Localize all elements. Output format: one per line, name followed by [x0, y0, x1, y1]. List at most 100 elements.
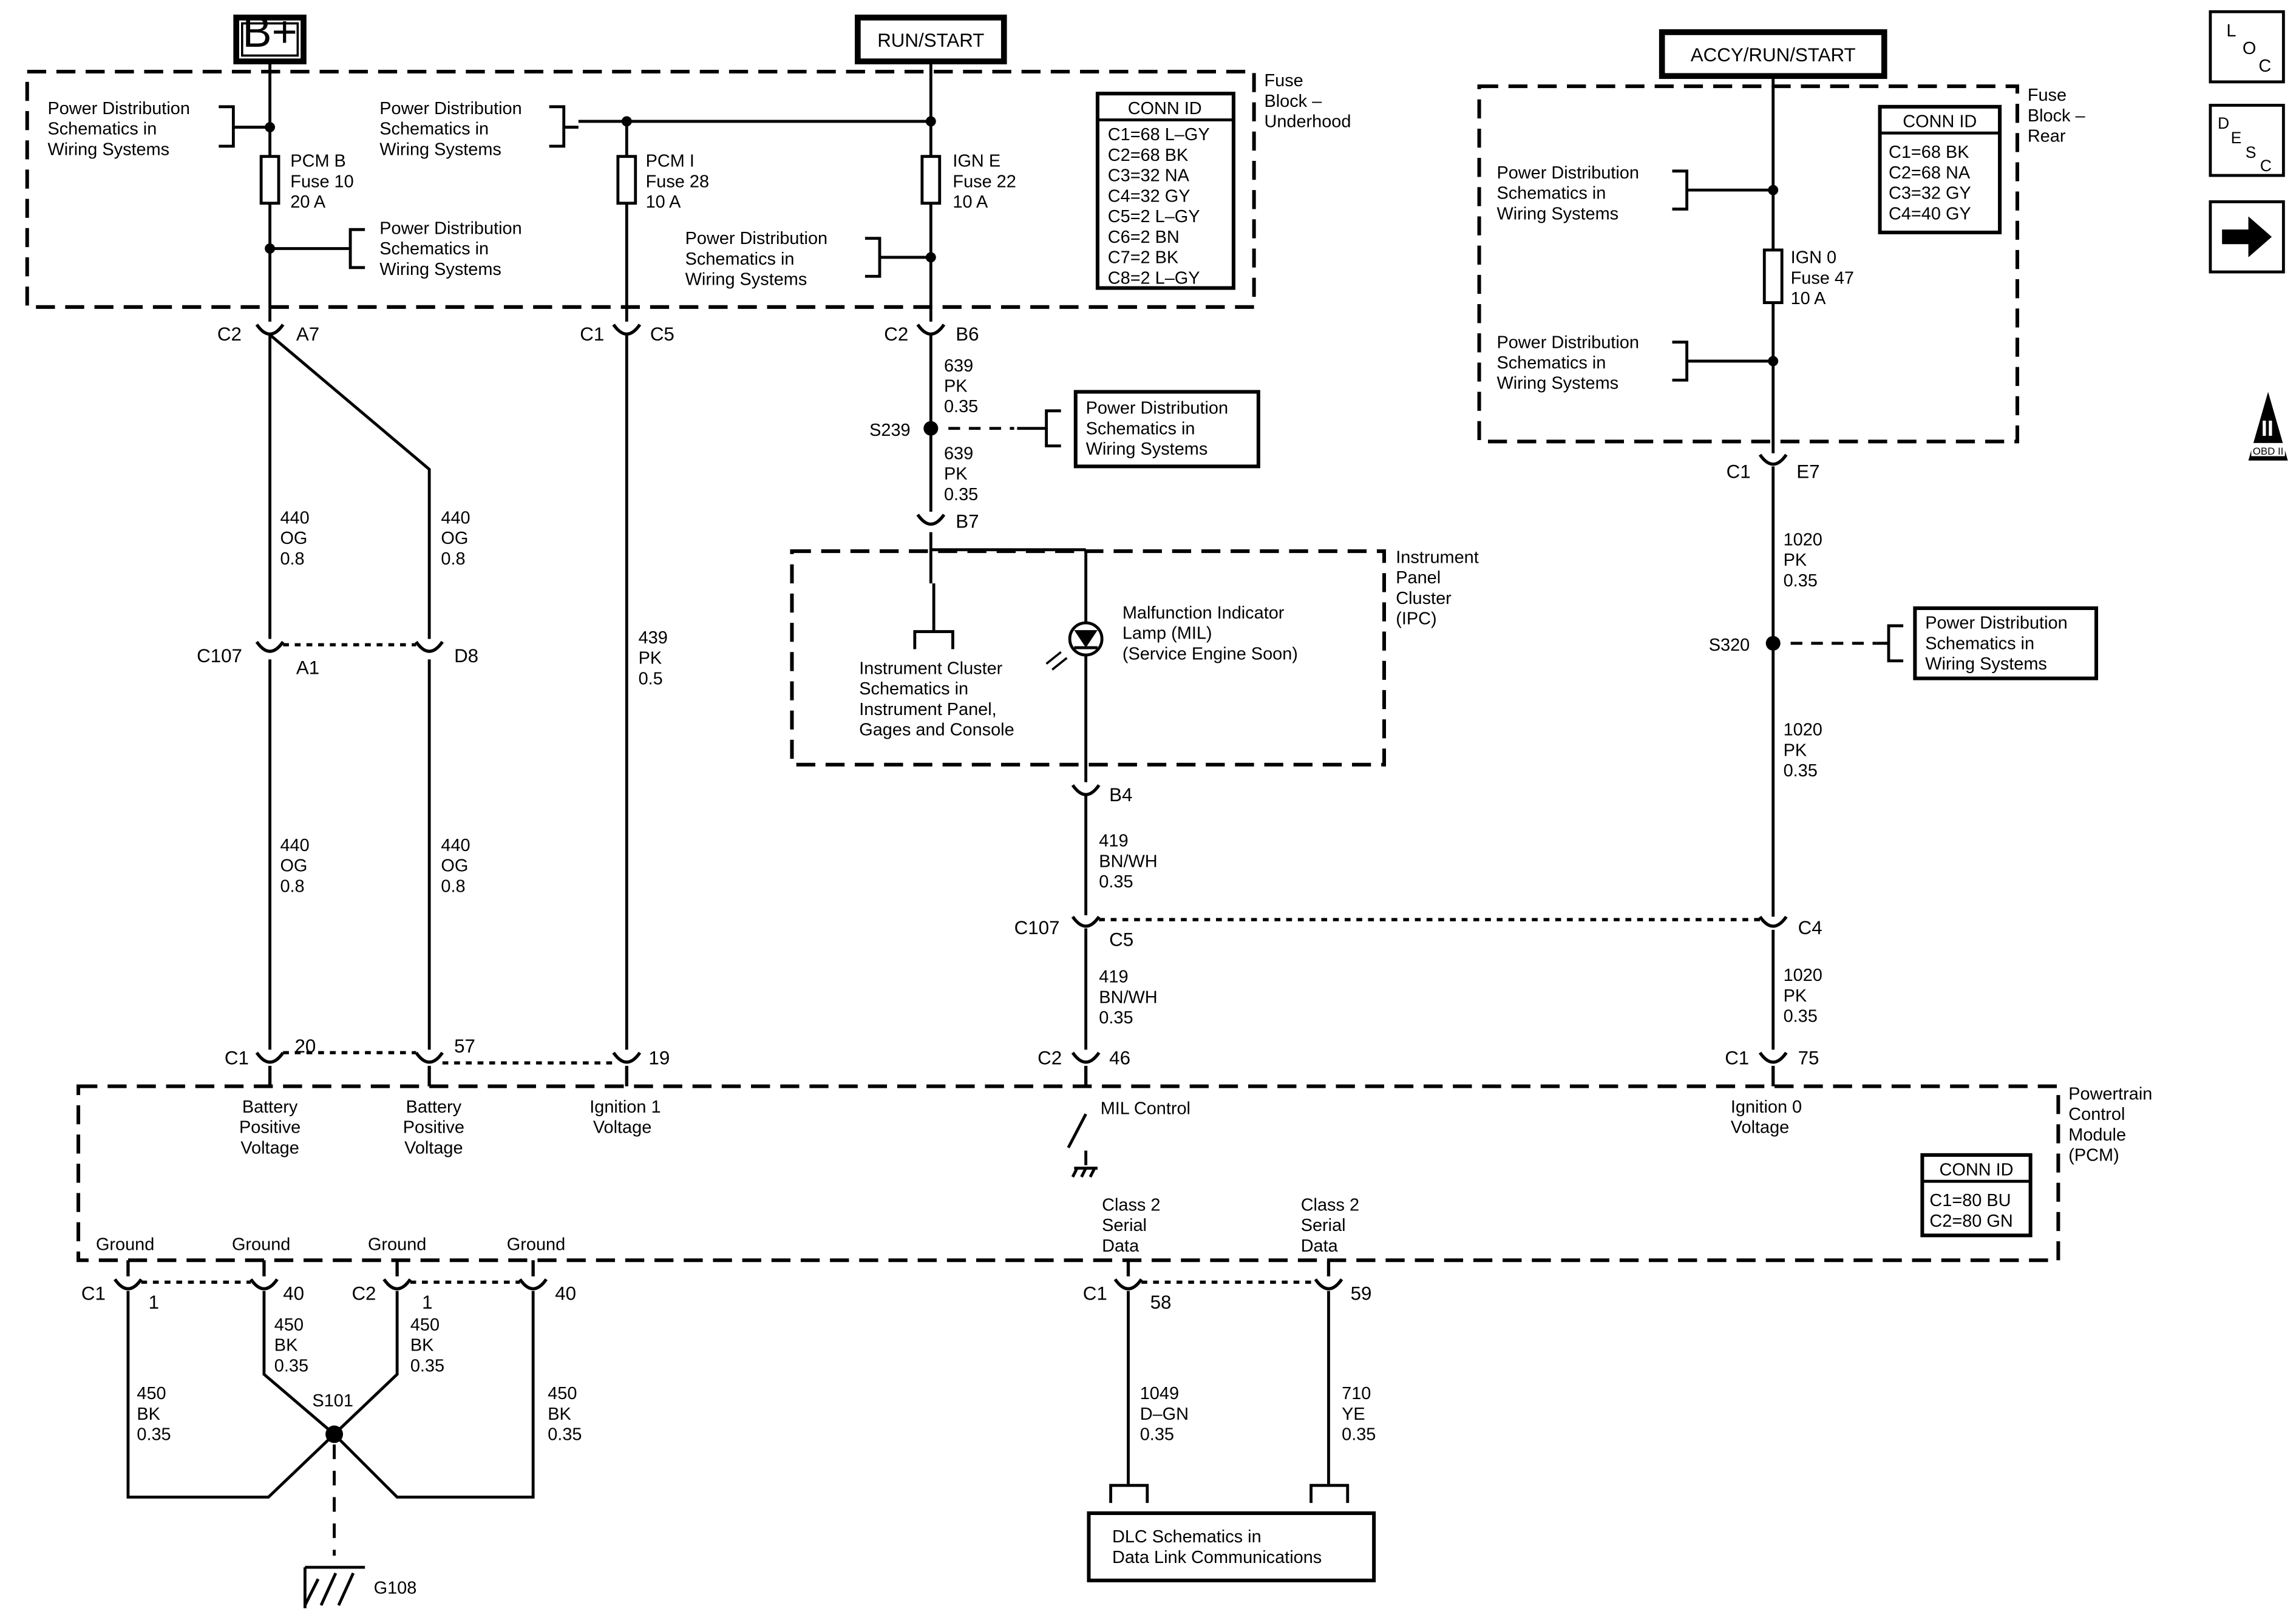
- instrument-cluster-ref[interactable]: Instrument Cluster Schematics in Instrum…: [859, 583, 1014, 740]
- dlc-ref[interactable]: DLC Schematics in Data Link Communicatio…: [1087, 1511, 1376, 1582]
- svg-text:E: E: [2231, 129, 2242, 147]
- svg-text:40: 40: [555, 1283, 576, 1304]
- svg-text:Powertrain: Powertrain: [2068, 1084, 2152, 1103]
- arrow-right-icon[interactable]: [2209, 200, 2285, 274]
- svg-text:C6=2 BN: C6=2 BN: [1108, 228, 1180, 247]
- ground-g108-icon: [303, 1565, 365, 1609]
- pcm-bottom-connectors: [114, 1260, 1343, 1290]
- svg-text:Voltage: Voltage: [404, 1138, 463, 1158]
- svg-text:Fuse 22: Fuse 22: [953, 172, 1016, 191]
- svg-text:L: L: [2226, 21, 2236, 41]
- svg-text:Schematics in: Schematics in: [685, 249, 795, 269]
- svg-text:Wiring Systems: Wiring Systems: [47, 140, 169, 159]
- conn-id-table-pcm: CONN ID C1=80 BU C2=80 GN: [1920, 1153, 2033, 1238]
- svg-text:0.35: 0.35: [137, 1425, 171, 1445]
- svg-text:C7=2 BK: C7=2 BK: [1108, 248, 1178, 268]
- svg-text:Power Distribution: Power Distribution: [379, 99, 521, 118]
- svg-text:BK: BK: [137, 1405, 160, 1424]
- svg-text:O: O: [2243, 39, 2256, 58]
- svg-text:Battery: Battery: [242, 1097, 298, 1117]
- power-distribution-ref[interactable]: Power Distribution Schematics in Wiring …: [1496, 163, 1773, 223]
- svg-text:S320: S320: [1709, 636, 1750, 655]
- svg-text:19: 19: [648, 1048, 670, 1069]
- svg-text:C: C: [2258, 56, 2271, 76]
- svg-text:DLC Schematics in: DLC Schematics in: [1112, 1527, 1262, 1547]
- svg-text:440: 440: [441, 836, 470, 855]
- svg-text:Control: Control: [2068, 1105, 2125, 1124]
- svg-text:C4=40 GY: C4=40 GY: [1889, 204, 1971, 223]
- svg-text:Module: Module: [2068, 1125, 2126, 1145]
- svg-text:10 A: 10 A: [1791, 289, 1827, 308]
- svg-text:Instrument: Instrument: [1396, 547, 1478, 567]
- power-distribution-ref[interactable]: Power Distribution Schematics in Wiring …: [685, 229, 931, 290]
- svg-text:PK: PK: [639, 649, 662, 668]
- svg-text:(IPC): (IPC): [1396, 609, 1436, 629]
- connectors-underhood: [255, 324, 946, 336]
- svg-text:C107: C107: [197, 645, 242, 666]
- desc-icon[interactable]: D E S C: [2209, 104, 2285, 177]
- fuse-block-underhood: Fuse Block – Underhood CONN ID C1=68 L–G…: [25, 70, 1351, 309]
- wire-label-450: 450 BK 0.35: [410, 1315, 444, 1375]
- svg-text:C5: C5: [650, 324, 674, 345]
- svg-text:0.5: 0.5: [639, 669, 663, 688]
- svg-text:Fuse 10: Fuse 10: [290, 172, 353, 191]
- wire-label-419: 419 BN/WH 0.35: [1099, 832, 1157, 892]
- svg-text:S101: S101: [312, 1391, 353, 1411]
- svg-text:OBD II: OBD II: [2253, 446, 2284, 457]
- svg-text:Ignition 0: Ignition 0: [1731, 1097, 1802, 1117]
- svg-text:OG: OG: [441, 529, 468, 548]
- wire-label-450: 450 BK 0.35: [274, 1315, 308, 1375]
- svg-text:Fuse: Fuse: [1264, 71, 1303, 90]
- svg-text:(Service Engine Soon): (Service Engine Soon): [1123, 644, 1298, 663]
- svg-text:59: 59: [1351, 1283, 1372, 1304]
- wire-label-1020: 1020 PK 0.35: [1784, 966, 1822, 1026]
- svg-text:C2=68 BK: C2=68 BK: [1108, 146, 1189, 165]
- svg-text:0.35: 0.35: [1099, 1008, 1133, 1028]
- power-distribution-ref[interactable]: Power Distribution Schematics in Wiring …: [1877, 606, 2099, 680]
- svg-text:A7: A7: [296, 324, 319, 345]
- svg-text:(PCM): (PCM): [2068, 1145, 2119, 1165]
- splice-s239: [923, 421, 939, 436]
- svg-text:440: 440: [280, 508, 309, 527]
- svg-text:C107: C107: [1014, 917, 1060, 938]
- svg-text:C1=68 BK: C1=68 BK: [1889, 143, 1969, 162]
- power-distribution-ref[interactable]: Power Distribution Schematics in Wiring …: [47, 99, 270, 159]
- b-plus-source: B+: [233, 8, 307, 64]
- svg-text:450: 450: [410, 1315, 440, 1335]
- power-distribution-ref[interactable]: Power Distribution Schematics in Wiring …: [270, 219, 522, 279]
- svg-text:OG: OG: [280, 856, 307, 876]
- svg-text:10 A: 10 A: [953, 192, 988, 212]
- svg-text:BN/WH: BN/WH: [1099, 988, 1157, 1007]
- svg-text:Schematics in: Schematics in: [1496, 184, 1606, 203]
- svg-text:439: 439: [639, 628, 668, 648]
- loc-icon[interactable]: L O C: [2209, 10, 2285, 84]
- svg-text:OG: OG: [441, 856, 468, 876]
- svg-text:Fuse: Fuse: [2028, 86, 2067, 105]
- accy-run-start-label: ACCY/RUN/START: [1691, 44, 1856, 66]
- svg-text:C2=80 GN: C2=80 GN: [1929, 1212, 2012, 1231]
- svg-text:OG: OG: [280, 529, 307, 548]
- fuse-pcm-i: PCM I Fuse 28 10 A: [616, 152, 709, 212]
- power-distribution-ref[interactable]: Power Distribution Schematics in Wiring …: [379, 99, 579, 159]
- svg-text:0.35: 0.35: [1784, 761, 1818, 781]
- power-distribution-ref[interactable]: Power Distribution Schematics in Wiring …: [1017, 390, 1260, 469]
- svg-text:B4: B4: [1109, 784, 1132, 805]
- svg-text:Voltage: Voltage: [240, 1138, 299, 1158]
- svg-text:C4: C4: [1798, 917, 1822, 938]
- wire-label-419: 419 BN/WH 0.35: [1099, 968, 1157, 1028]
- class-2-serial-data-label: Class 2 Serial Data: [1301, 1195, 1359, 1255]
- svg-text:Serial: Serial: [1102, 1216, 1147, 1235]
- splice-s320: [1765, 636, 1781, 651]
- wire-label-710: 710 YE 0.35: [1342, 1384, 1376, 1444]
- svg-text:Schematics in: Schematics in: [859, 679, 968, 699]
- svg-text:Cluster: Cluster: [1396, 589, 1452, 608]
- svg-text:PK: PK: [944, 464, 968, 484]
- class-2-serial-data-label: Class 2 Serial Data: [1102, 1195, 1160, 1255]
- svg-text:PCM I: PCM I: [646, 152, 695, 171]
- svg-text:Power Distribution: Power Distribution: [1496, 163, 1639, 183]
- svg-text:C2: C2: [1038, 1048, 1062, 1069]
- power-distribution-ref[interactable]: Power Distribution Schematics in Wiring …: [1496, 333, 1773, 393]
- battery-positive-label: Battery Positive Voltage: [403, 1097, 464, 1158]
- svg-text:Ignition 1: Ignition 1: [589, 1097, 661, 1117]
- svg-text:Wiring Systems: Wiring Systems: [1925, 654, 2047, 674]
